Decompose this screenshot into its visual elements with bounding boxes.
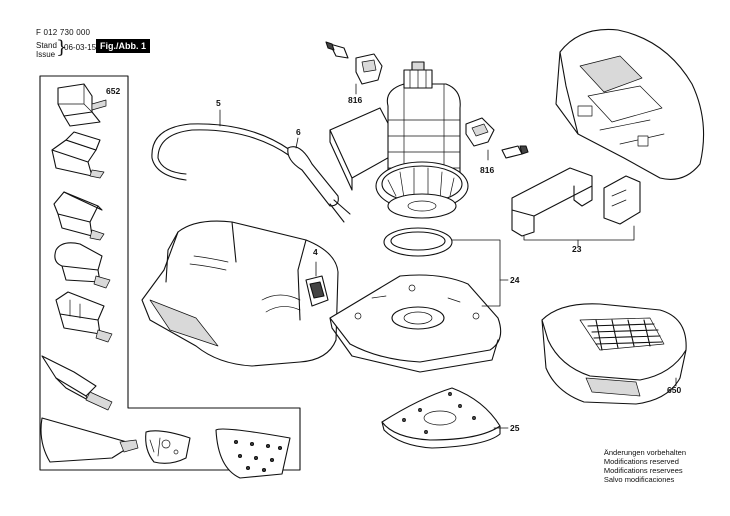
callout-24: 24 [510, 275, 520, 285]
document-number: F 012 730 000 [36, 28, 91, 37]
callout-4: 4 [313, 247, 318, 257]
modifications-note: Änderungen vorbehalten Modifications res… [604, 448, 686, 484]
switch-part-4 [305, 261, 329, 307]
callout-816-right: 816 [480, 165, 495, 175]
accessory-sheet-finger [40, 417, 139, 463]
stand-issue-labels: Stand Issue [36, 41, 57, 59]
cable-end-part-6 [287, 137, 351, 223]
note-line-es: Salvo modificaciones [603, 475, 675, 484]
housing-shell-right [555, 28, 705, 180]
accessory-sheet-triangle-perforated [215, 428, 291, 479]
callout-bracket-24 [451, 239, 501, 307]
accessory-pad-6 [41, 355, 113, 411]
accessory-pad-5 [55, 291, 113, 343]
accessory-pad-1 [57, 83, 107, 127]
issue-label: Issue [36, 50, 56, 59]
issue-date: 06-03-15 [64, 43, 97, 52]
ring-gasket [383, 227, 453, 257]
note-line-de: Änderungen vorbehalten [603, 448, 686, 457]
stand-label: Stand [36, 41, 57, 50]
callout-650: 650 [667, 385, 682, 395]
housing-cover-part-650 [541, 303, 687, 405]
accessory-pad-triangle-small [145, 430, 191, 464]
carbon-brush-816a [325, 41, 383, 95]
accessory-pad-2 [51, 131, 105, 179]
sanding-pad-part-25 [381, 387, 509, 449]
note-line-fr: Modifications reservees [603, 466, 683, 475]
callout-6: 6 [296, 127, 301, 137]
callout-5: 5 [216, 98, 221, 108]
note-line-en: Modifications reserved [603, 457, 679, 466]
housing-shell-left [141, 220, 339, 367]
callout-652: 652 [106, 86, 121, 96]
accessory-pad-4 [54, 242, 111, 289]
motor-armature [329, 61, 469, 219]
cable-part-5 [151, 109, 291, 181]
callout-816-left: 816 [348, 95, 363, 105]
base-plate-part-24 [329, 274, 502, 373]
brace-glyph: } [56, 37, 68, 58]
callout-25: 25 [510, 423, 520, 433]
carbon-brush-816b [465, 117, 529, 161]
clamp-part-23 [511, 167, 641, 247]
accessory-pad-3 [53, 191, 105, 241]
callout-23: 23 [572, 244, 582, 254]
accessory-box-outline [39, 75, 301, 471]
figure-label: Fig./Abb. 1 [96, 39, 150, 53]
